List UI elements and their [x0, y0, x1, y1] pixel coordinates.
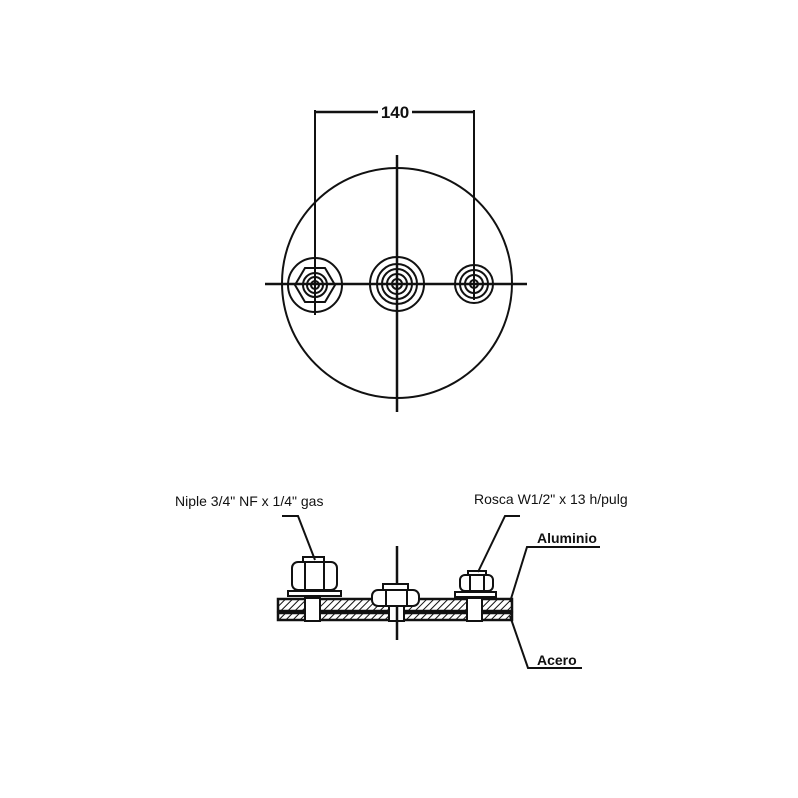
right-threaded-fitting	[454, 264, 494, 304]
niple-label: Niple 3/4" NF x 1/4" gas	[175, 493, 323, 509]
rosca-label: Rosca W1/2" x 13 h/pulg	[474, 491, 628, 507]
dimension-label: 140	[381, 103, 409, 122]
aluminio-label: Aluminio	[537, 530, 597, 546]
center-fitting	[369, 256, 425, 312]
section-view: Niple 3/4" NF x 1/4" gas Rosca W1/2" x 1…	[175, 491, 628, 669]
rosca-leader	[477, 515, 520, 573]
acero-leader	[509, 615, 582, 669]
niple-leader	[282, 515, 316, 561]
acero-label: Acero	[537, 652, 577, 668]
left-nut	[287, 556, 342, 597]
top-view: 140	[265, 103, 527, 412]
right-nut	[454, 570, 497, 598]
center-nut	[371, 583, 420, 607]
aluminio-leader	[509, 546, 600, 603]
left-nipple-fitting	[287, 257, 343, 313]
